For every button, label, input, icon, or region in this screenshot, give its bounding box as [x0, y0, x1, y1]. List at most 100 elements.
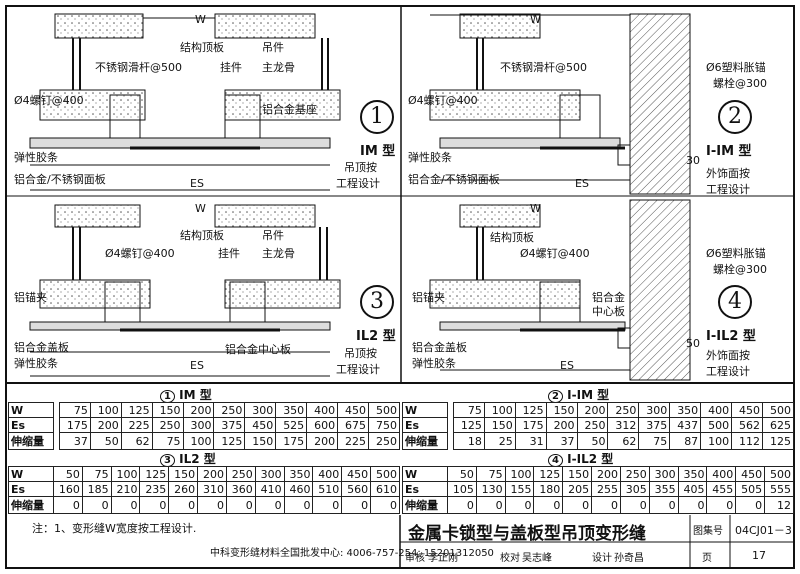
label-elastic-strip: 弹性胶条	[408, 151, 452, 164]
label-hanger: 吊件	[262, 41, 284, 54]
row-header: W	[402, 402, 448, 418]
label-facing: 外饰面按	[706, 349, 750, 362]
detail-number: 4	[718, 285, 752, 319]
detail-type: I-IM 型	[706, 144, 752, 159]
table-cell: 500	[700, 417, 733, 433]
dim-es: ES	[190, 177, 204, 190]
table-cell: 0	[225, 496, 256, 514]
table-cell: 125	[452, 417, 485, 433]
row-header: 伸缩量	[8, 496, 54, 514]
footer-note: 注：1、变形缝W宽度按工程设计.	[32, 522, 197, 535]
table-cell: 150	[483, 417, 516, 433]
table-cell: 200	[576, 402, 609, 418]
table-cell: 150	[545, 402, 578, 418]
atlas-number: 04CJ01－3	[735, 524, 792, 537]
label-elastic-strip: 弹性胶条	[412, 357, 456, 370]
designer-name: 孙奇昌	[614, 553, 644, 564]
table-cell: 0	[619, 496, 650, 514]
dim-es: ES	[575, 177, 589, 190]
table-cell: 125	[213, 432, 246, 450]
table-cell: 125	[139, 466, 170, 482]
review-label: 审核	[405, 553, 425, 564]
table-cell: 150	[151, 402, 184, 418]
table-cell: 62	[120, 432, 153, 450]
table-cell: 125	[120, 402, 153, 418]
label-screw: Ø4螺钉@400	[520, 247, 590, 260]
page-label: 页	[702, 553, 712, 564]
detail-type: IM 型	[360, 144, 396, 159]
label-elastic-strip: 弹性胶条	[14, 357, 58, 370]
table-cell: 0	[533, 496, 564, 514]
table-cell: 185	[81, 481, 112, 497]
table-cell: 250	[213, 402, 246, 418]
table-cell: 105	[447, 481, 477, 497]
table-title: 3 IL2 型	[160, 450, 216, 467]
table-cell: 400	[312, 466, 343, 482]
table-cell: 0	[562, 496, 593, 514]
table-cell: 150	[168, 466, 199, 482]
dim-w: W	[530, 202, 541, 215]
label-facing-2: 工程设计	[706, 365, 750, 378]
table-cell: 0	[168, 496, 199, 514]
table-cell: 175	[514, 417, 547, 433]
drawing-title: 金属卡锁型与盖板型吊顶变形缝	[408, 524, 646, 544]
footer-contact: 中科变形缝材料全国批发中心: 4006-757-254; 15201312050	[210, 548, 494, 559]
label-facing-2: 工程设计	[706, 183, 750, 196]
table-cell: 360	[225, 481, 256, 497]
table-cell: 510	[312, 481, 343, 497]
atlas-label: 图集号	[693, 526, 723, 537]
table-cell: 125	[514, 402, 547, 418]
label-structure-slab: 结构顶板	[180, 229, 224, 242]
label-hanger: 吊件	[262, 229, 284, 242]
table-cell: 50	[447, 466, 477, 482]
row-header: W	[8, 402, 54, 418]
table-cell: 75	[151, 432, 184, 450]
table-cell: 750	[368, 417, 400, 433]
label-alu-base: 铝合金基座	[262, 103, 317, 116]
label-main-keel: 主龙骨	[262, 61, 295, 74]
table-cell: 500	[764, 466, 794, 482]
table-cell: 0	[706, 496, 737, 514]
detail-type: IL2 型	[356, 329, 396, 344]
table-title: 4 I-IL2 型	[548, 450, 613, 467]
label-steel-rod: 不锈钢滑杆@500	[95, 61, 182, 74]
table-cell: 400	[306, 402, 339, 418]
table-title-text: IL2 型	[179, 452, 216, 466]
label-structure-slab: 结构顶板	[490, 231, 534, 244]
row-header: W	[8, 466, 54, 482]
table-cell: 100	[182, 432, 215, 450]
table-cell: 200	[89, 417, 122, 433]
table-cell: 112	[731, 432, 763, 450]
label-steel-rod: 不锈钢滑杆@500	[500, 61, 587, 74]
table-cell: 50	[89, 432, 122, 450]
table-cell: 160	[53, 481, 83, 497]
dim-w: W	[195, 202, 206, 215]
table-cell: 225	[337, 432, 369, 450]
table-cell: 125	[762, 432, 794, 450]
label-structure-slab: 结构顶板	[180, 41, 224, 54]
detail-number: 2	[718, 100, 752, 134]
table-cell: 200	[306, 432, 339, 450]
table-cell: 75	[81, 466, 112, 482]
table-cell: 405	[677, 481, 708, 497]
label-cover-plate: 铝合金盖板	[14, 341, 69, 354]
table-cell: 50	[576, 432, 609, 450]
table-cell: 560	[341, 481, 372, 497]
table-cell: 100	[700, 432, 733, 450]
row-header: 伸缩量	[402, 432, 448, 450]
row-header: Es	[402, 481, 448, 497]
table-cell: 0	[283, 496, 314, 514]
table-cell: 300	[182, 417, 215, 433]
label-main-keel: 主龙骨	[262, 247, 295, 260]
label-center-plate: 铝合金中心板	[225, 343, 291, 356]
label-anchor: Ø6塑料胀锚	[706, 247, 766, 260]
dim-w: W	[195, 13, 206, 26]
label-panel: 铝合金/不锈钢面板	[408, 173, 500, 186]
table-cell: 0	[677, 496, 708, 514]
table-cell: 600	[306, 417, 339, 433]
table-title-text: I-IL2 型	[567, 452, 614, 466]
